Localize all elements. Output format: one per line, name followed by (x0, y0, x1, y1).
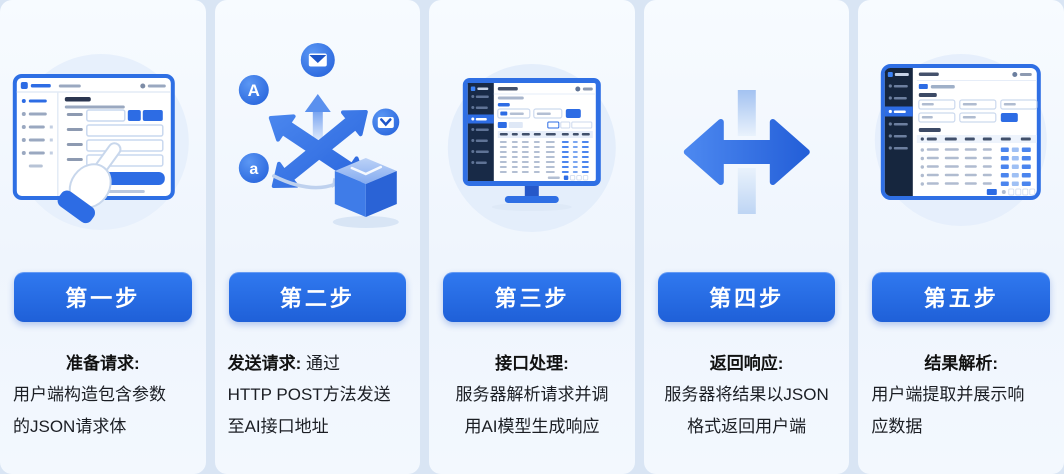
step4-title: 返回响应: (709, 354, 784, 373)
step-card-3: 第三步 接口处理:服务器解析请求并调 用AI模型生成响应 (429, 0, 635, 474)
hand-cuff (57, 190, 96, 224)
monitor-base (504, 196, 559, 203)
svg-text:a: a (249, 161, 258, 178)
letter-badge-icon-small: a (238, 153, 269, 183)
step1-title: 准备请求: (65, 354, 140, 373)
step3-illustration (429, 0, 635, 268)
avatar-dot (1012, 72, 1018, 77)
step3-description: 接口处理:服务器解析请求并调 用AI模型生成响应 (429, 348, 635, 442)
sidebar-skeleton (21, 99, 53, 168)
server-monitor-illustration (447, 64, 616, 232)
gear-icon (575, 86, 581, 92)
step1-illustration (0, 0, 206, 268)
step5-description: 结果解析:用户端提取并展示响 应数据 (858, 348, 1064, 442)
step2-description: 发送请求: 通过 HTTP POST方法发送 至AI接口地址 (227, 354, 391, 436)
step4-description: 返回响应:服务器将结果以JSON 格式返回用户端 (644, 348, 850, 442)
step-card-1: 第一步 准备请求:用户端构造包含参数 的JSON请求体 (0, 0, 206, 474)
result-window-mockup (881, 64, 1042, 200)
dark-sidebar-skeleton (885, 67, 914, 196)
letter-a-badge-icon: A (238, 75, 269, 105)
hand-cursor (57, 142, 122, 224)
dark-sidebar-skeleton (467, 83, 494, 181)
step2-badge: 第二步 (228, 272, 407, 322)
step5-title: 结果解析: (924, 354, 999, 373)
monitor-mockup (462, 78, 601, 211)
inbox-badge-icon (371, 108, 399, 136)
step-card-5: 第五步 结果解析:用户端提取并展示响 应数据 (858, 0, 1064, 474)
svg-text:A: A (247, 81, 259, 100)
exchange-arrow-illustration (683, 90, 810, 214)
result-content-skeleton (917, 72, 1038, 196)
mail-badge-icon (300, 43, 335, 77)
admin-content-skeleton (493, 86, 596, 181)
step2-title: 发送请求: (227, 354, 302, 373)
browser-form-illustration (12, 54, 189, 230)
vertical-bar-bottom (737, 168, 756, 214)
vertical-bar-top (737, 90, 756, 136)
step-card-4: 第四步 返回响应:服务器将结果以JSON 格式返回用户端 (643, 0, 850, 474)
cube-3d-icon (332, 158, 399, 228)
step5-illustration (858, 0, 1064, 268)
double-arrow-icon (683, 119, 810, 185)
step3-title: 接口处理: (495, 354, 569, 373)
step5-badge: 第五步 (872, 272, 1050, 322)
step4-illustration (644, 0, 850, 268)
step-card-2: A a (214, 0, 421, 474)
monitor-neck (524, 186, 539, 197)
logo-icon (20, 82, 28, 89)
query-button-skeleton (1001, 113, 1019, 122)
result-window-illustration (875, 54, 1048, 226)
routing-arrows-illustration: A a (238, 43, 399, 228)
step3-badge: 第三步 (443, 272, 621, 322)
step2-illustration: A a (215, 0, 421, 268)
step4-badge: 第四步 (657, 272, 836, 322)
step1-description: 准备请求:用户端构造包含参数 的JSON请求体 (0, 348, 206, 442)
search-button-skeleton (565, 109, 581, 118)
step1-badge: 第一步 (14, 272, 192, 322)
up-arrow-icon (304, 94, 331, 146)
